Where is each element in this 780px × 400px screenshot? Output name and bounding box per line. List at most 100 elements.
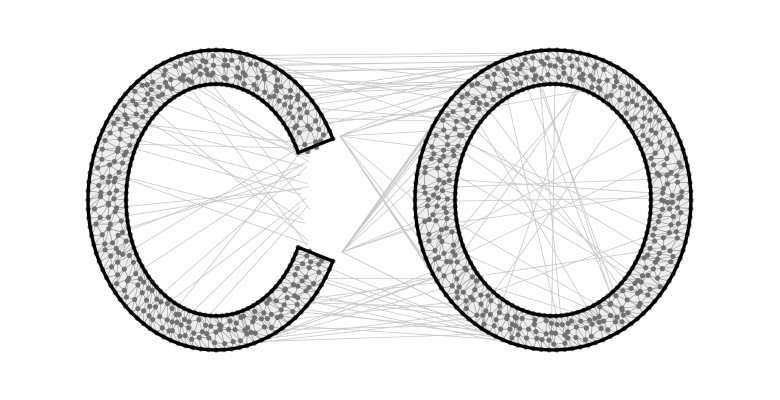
o-vertex xyxy=(543,318,549,324)
o-vertex xyxy=(559,322,565,328)
o-vertex xyxy=(444,134,450,140)
c-mesh-edge xyxy=(97,161,115,169)
c-vertex xyxy=(154,296,160,302)
o-vertex xyxy=(652,238,658,244)
c-vertex xyxy=(244,331,250,337)
c-mesh-edge xyxy=(304,128,311,145)
o-vertex xyxy=(425,197,431,203)
c-vertex xyxy=(281,302,287,308)
o-vertex xyxy=(518,80,524,86)
connecting-edge xyxy=(305,81,468,93)
c-vertex xyxy=(133,271,139,277)
o-vertex xyxy=(636,303,642,309)
o-mesh-edge xyxy=(667,191,683,203)
o-mesh-edge xyxy=(670,212,682,226)
c-vertex xyxy=(102,137,108,144)
c-vertex xyxy=(222,57,228,63)
o-mesh-edge xyxy=(663,237,678,249)
o-vertex xyxy=(643,265,649,271)
c-vertex xyxy=(177,60,184,67)
c-vertex xyxy=(290,308,296,315)
o-vertex xyxy=(592,315,598,321)
c-vertex xyxy=(96,182,102,189)
o-vertex xyxy=(573,324,580,330)
o-vertex xyxy=(434,165,441,171)
o-mesh-edge xyxy=(467,93,484,97)
connecting-edge xyxy=(314,294,494,336)
o-vertex xyxy=(446,177,453,183)
o-vertex xyxy=(607,312,614,319)
o-vertex xyxy=(422,164,428,170)
c-vertex xyxy=(115,259,121,265)
c-vertex xyxy=(320,132,327,138)
o-vertex xyxy=(462,265,468,271)
o-mesh-edge xyxy=(641,281,661,287)
c-vertex xyxy=(159,325,165,331)
c-vertex xyxy=(114,281,120,287)
c-vertex xyxy=(292,125,298,131)
hole-edge xyxy=(456,175,629,275)
c-vertex xyxy=(188,56,194,62)
o-vertex xyxy=(654,275,661,281)
o-vertex xyxy=(469,274,475,280)
o-vertex xyxy=(512,81,519,87)
o-vertex xyxy=(441,127,447,133)
c-vertex xyxy=(316,261,322,267)
c-vertex xyxy=(288,104,294,110)
o-vertex xyxy=(443,209,449,215)
c-vertex xyxy=(159,91,166,97)
connecting-edge xyxy=(323,281,498,338)
o-mesh-edge xyxy=(653,232,670,236)
c-vertex xyxy=(162,79,169,86)
c-vertex xyxy=(210,53,216,59)
o-vertex xyxy=(611,83,618,89)
o-vertex xyxy=(457,132,463,138)
o-mesh-edge xyxy=(576,59,584,75)
o-vertex xyxy=(674,235,680,241)
connecting-edge xyxy=(311,63,497,100)
c-vertex xyxy=(172,63,179,69)
connecting-edge xyxy=(286,325,503,341)
o-vertex xyxy=(449,229,455,235)
c-vertex xyxy=(150,79,156,85)
c-vertex xyxy=(221,62,227,68)
c-vertex xyxy=(107,221,113,227)
o-vertex xyxy=(426,231,432,237)
o-vertex xyxy=(673,229,679,235)
o-vertex xyxy=(481,93,487,99)
o-vertex xyxy=(597,86,603,92)
c-vertex xyxy=(261,310,267,316)
c-vertex xyxy=(123,149,129,155)
hole-edge xyxy=(135,148,302,196)
o-vertex xyxy=(650,162,657,168)
o-vertex xyxy=(444,258,450,265)
o-vertex xyxy=(463,305,469,312)
c-vertex xyxy=(126,275,132,281)
connecting-edge xyxy=(258,333,491,342)
c-vertex xyxy=(189,79,195,85)
c-vertex xyxy=(116,169,122,175)
o-vertex xyxy=(441,153,447,159)
o-mesh-edge xyxy=(599,306,618,318)
c-vertex xyxy=(152,304,159,310)
c-vertex xyxy=(223,76,229,82)
c-vertex xyxy=(304,109,310,115)
c-vertex xyxy=(99,146,105,152)
o-vertex xyxy=(678,210,684,216)
c-vertex xyxy=(306,284,312,290)
c-vertex xyxy=(107,173,113,180)
o-vertex xyxy=(650,266,657,272)
o-mesh-edge xyxy=(654,224,672,229)
c-vertex xyxy=(227,318,233,324)
c-vertex xyxy=(273,298,279,304)
c-vertex xyxy=(123,121,129,127)
c-vertex xyxy=(102,241,108,247)
hole-edge xyxy=(541,84,611,295)
c-vertex xyxy=(107,190,113,196)
c-vertex xyxy=(98,190,104,196)
o-vertex xyxy=(509,335,515,341)
o-vertex xyxy=(660,235,667,241)
c-vertex xyxy=(241,81,247,87)
o-vertex xyxy=(580,77,586,83)
